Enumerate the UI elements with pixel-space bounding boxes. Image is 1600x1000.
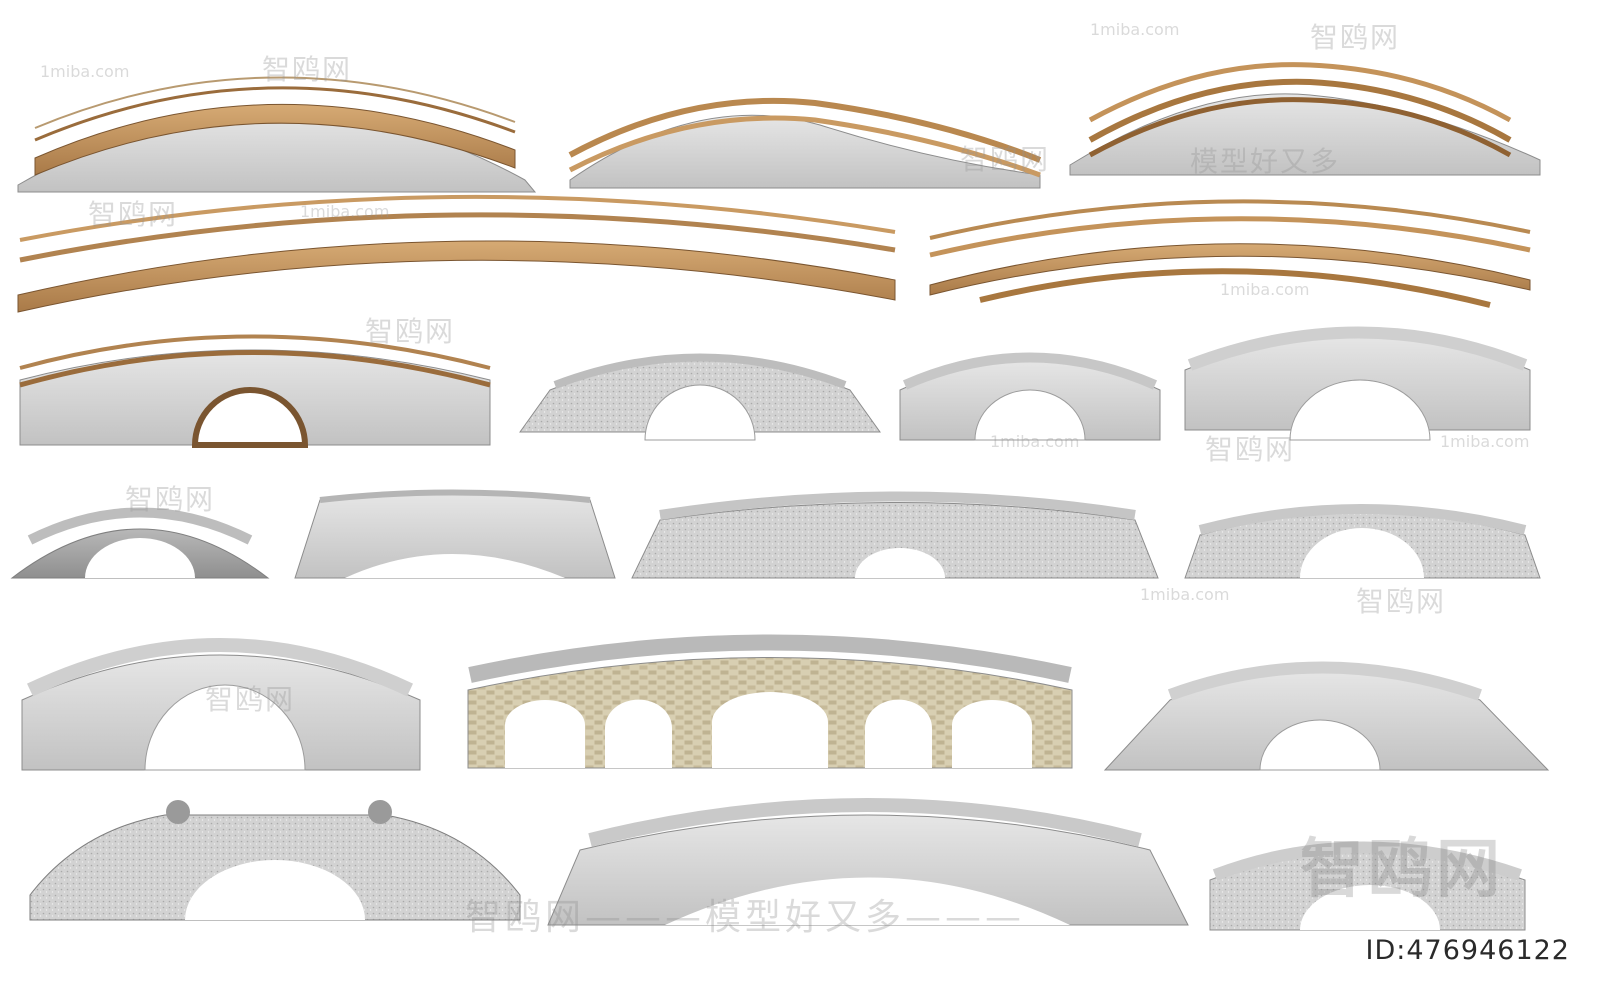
- bridge-brick-four-arch: [467, 634, 1073, 769]
- bridge-stone-ornate-arch: [21, 638, 421, 771]
- bridge-wood-long-arch: [17, 194, 896, 313]
- bridge-stone-single-arch: [519, 353, 881, 441]
- id-label: ID:476946122: [1365, 935, 1570, 966]
- bridge-stone-wide-steps: [631, 491, 1159, 579]
- bridge-stone-carved-arch: [899, 352, 1161, 441]
- bridge-stone-small-arch: [1209, 841, 1526, 931]
- bridge-stone-scroll-hump: [29, 800, 521, 921]
- bridge-stone-pierced-rail: [1184, 504, 1541, 579]
- bridge-stone-baluster-arch: [547, 798, 1189, 926]
- bridge-stone-small-hump: [10, 507, 270, 579]
- bridge-stone-panel-arch: [1184, 326, 1531, 441]
- bridge-wood-zigzag: [1069, 62, 1541, 176]
- bridge-wood-wave: [568, 97, 1042, 189]
- bridge-stone-stepped-arch: [1103, 661, 1550, 771]
- bridge-wood-beam-arch: [929, 199, 1531, 308]
- bridge-stone-baluster-beam: [294, 489, 616, 579]
- bridge-moon-gate: [19, 334, 491, 448]
- bridge-wood-rope-arch: [17, 76, 537, 193]
